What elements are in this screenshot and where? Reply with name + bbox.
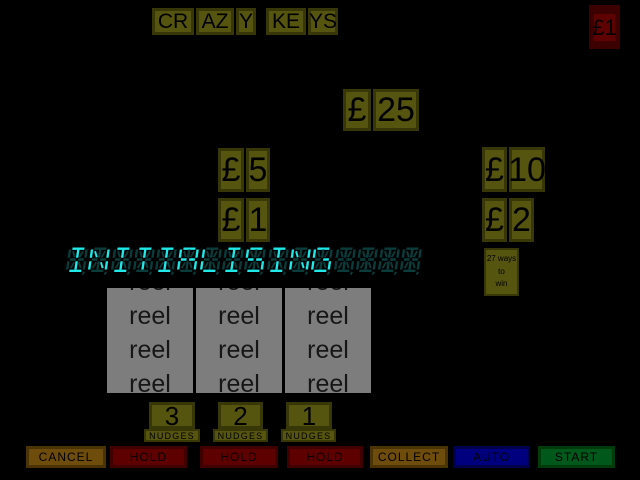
prize-lamp-£10: £10: [482, 147, 546, 192]
nudge-count-lamp: 1: [286, 402, 332, 429]
alpha-display-char: [88, 247, 111, 275]
ways-to-win-line: 27 ways: [486, 253, 517, 263]
reel-symbol: reel: [129, 302, 171, 330]
ways-to-win-lamp: 27 ways to win: [484, 248, 519, 296]
reel-symbol: reel: [218, 302, 260, 330]
auto-button[interactable]: AUTO: [453, 446, 530, 468]
prize-cell: £: [343, 89, 371, 131]
alpha-display: [65, 247, 423, 275]
cancel-button[interactable]: CANCEL: [26, 446, 106, 468]
alpha-display-char: [155, 247, 177, 275]
alpha-display-char: [266, 247, 289, 275]
prize-cell: 10: [508, 147, 546, 192]
title-letter-lamp: CR: [152, 8, 194, 35]
alpha-display-char: [311, 247, 334, 275]
alpha-display-char: [288, 247, 311, 275]
nudge-label: NUDGES: [213, 429, 268, 442]
nudge-label: NUDGES: [281, 429, 336, 442]
alpha-display-char: [199, 247, 222, 275]
reel-window: reel reel reel reel: [107, 288, 193, 393]
alpha-display-char: [132, 247, 155, 275]
reel-strip: reel reel reel reel: [285, 288, 371, 393]
prize-cell: £: [218, 198, 244, 242]
start-button[interactable]: START: [538, 446, 615, 468]
hold-button[interactable]: HOLD: [287, 446, 363, 468]
reel-symbol: reel: [129, 336, 171, 364]
reel-window: reel reel reel reel: [285, 288, 371, 393]
reel-symbol: reel: [307, 336, 349, 364]
reel-symbol: reel: [129, 370, 171, 393]
collect-button[interactable]: COLLECT: [370, 446, 448, 468]
reel-symbol: reel: [285, 288, 371, 299]
nudge-count-lamp: 3: [149, 402, 195, 429]
alpha-display-char: [355, 247, 378, 275]
nudge-label: NUDGES: [144, 429, 200, 442]
hold-button[interactable]: HOLD: [110, 446, 187, 468]
reel-symbol: reel: [107, 288, 193, 299]
alpha-display-char: [333, 247, 356, 275]
coin-slot-value: £1: [592, 14, 617, 41]
reel-window: reel reel reel reel: [196, 288, 282, 393]
prize-cell: £: [482, 198, 507, 242]
prize-lamp-£5: £5: [218, 148, 270, 192]
alpha-display-char: [177, 247, 200, 275]
prize-lamp-£1: £1: [218, 198, 270, 242]
alpha-display-char: [222, 247, 244, 275]
alpha-display-char: [400, 247, 423, 275]
title-letter-lamp: KE: [266, 8, 306, 35]
title-letter-lamp: Y: [236, 8, 256, 35]
prize-cell: 2: [509, 198, 534, 242]
prize-cell: 5: [246, 148, 270, 192]
reel-symbol: reel: [307, 370, 349, 393]
prize-cell: £: [218, 148, 244, 192]
prize-cell: 1: [246, 198, 270, 242]
reel-symbol: reel: [196, 288, 282, 299]
ways-to-win-line: win: [495, 279, 508, 289]
nudge-count-lamp: 2: [218, 402, 263, 429]
title-letter-lamp: AZ: [196, 8, 234, 35]
reel-symbol: reel: [218, 336, 260, 364]
alpha-display-char: [65, 247, 88, 275]
reel-symbol: reel: [307, 302, 349, 330]
reel-symbol: reel: [218, 370, 260, 393]
ways-to-win-line: to: [498, 266, 505, 276]
alpha-display-char: [378, 247, 400, 275]
prize-lamp-£2: £2: [482, 198, 534, 242]
coin-slot-lamp: £1: [589, 5, 620, 49]
prize-cell: £: [482, 147, 507, 192]
alpha-display-char: [244, 247, 267, 275]
prize-lamp-£25: £25: [343, 89, 419, 131]
hold-button[interactable]: HOLD: [200, 446, 278, 468]
prize-cell: 25: [373, 89, 419, 131]
title-letter-lamp: YS: [308, 8, 338, 35]
reel-strip: reel reel reel reel: [196, 288, 282, 393]
alpha-display-char: [110, 247, 133, 275]
reel-strip: reel reel reel reel: [107, 288, 193, 393]
